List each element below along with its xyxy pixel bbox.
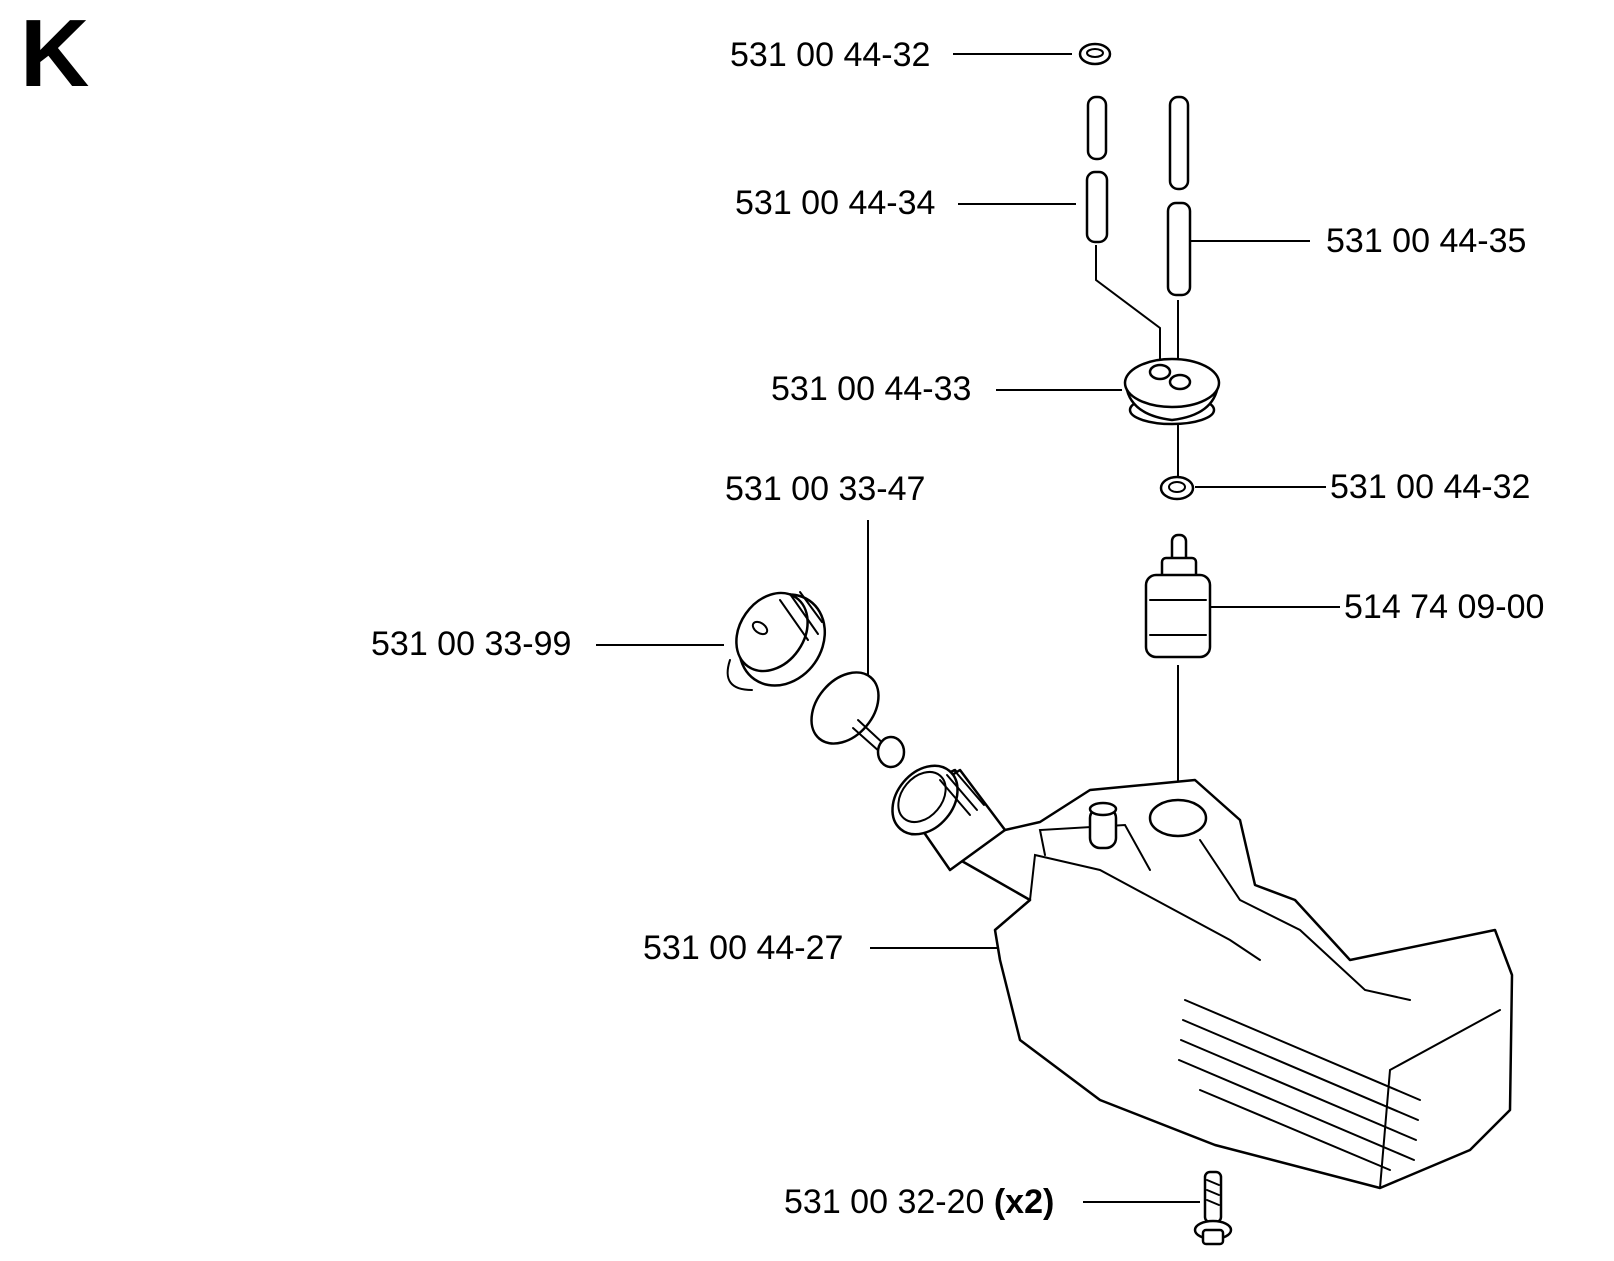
part-label: 531 00 44-27 — [643, 929, 844, 967]
fuel-filter — [1144, 533, 1212, 659]
fuel-hose-left — [1085, 95, 1109, 244]
seal-washer-middle — [1159, 475, 1195, 501]
seal-washer-top — [1078, 42, 1112, 66]
fuel-cap — [726, 591, 827, 691]
cap-gasket — [810, 671, 906, 769]
fuel-tank — [891, 764, 1514, 1190]
part-quantity: (x2) — [993, 1183, 1055, 1221]
part-label: 531 00 44-32 — [1330, 468, 1531, 506]
screw — [1193, 1170, 1233, 1246]
grommet — [1123, 357, 1221, 426]
part-label: 531 00 44-34 — [735, 184, 936, 222]
fuel-hose-right — [1166, 95, 1192, 297]
section-letter: K — [20, 0, 90, 107]
part-label: 531 00 33-99 — [371, 625, 572, 663]
part-label: 531 00 44-32 — [730, 36, 931, 74]
part-label: 531 00 44-33 — [771, 370, 972, 408]
part-label: 514 74 09-00 — [1344, 588, 1545, 626]
part-number: 531 00 32-20 — [784, 1183, 985, 1221]
part-label: 531 00 32-20 (x2) — [784, 1185, 1054, 1219]
part-label: 531 00 33-47 — [725, 470, 926, 508]
part-label: 531 00 44-35 — [1326, 222, 1527, 260]
